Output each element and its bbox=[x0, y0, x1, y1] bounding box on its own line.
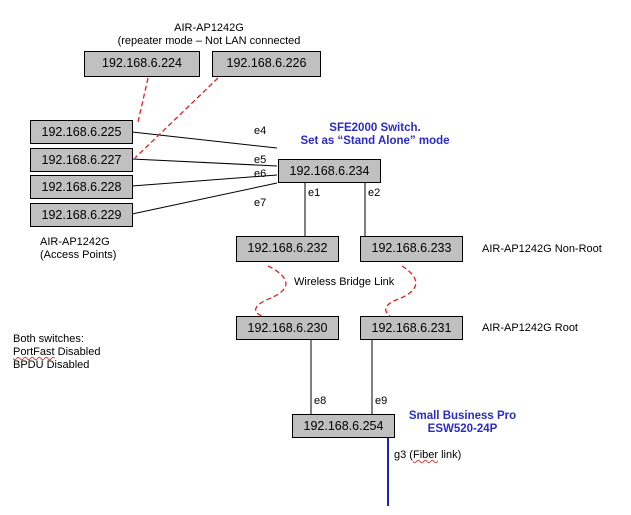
node-root-2[interactable]: 192.168.6.231 bbox=[360, 316, 463, 340]
switch-title-line1: SFE2000 Switch. bbox=[329, 122, 421, 134]
node-ap-2[interactable]: 192.168.6.227 bbox=[30, 148, 133, 172]
access-points-label-line1: AIR-AP1242G bbox=[40, 236, 110, 248]
port-e5: e5 bbox=[254, 154, 267, 166]
wireless-bridge-right bbox=[385, 265, 417, 317]
node-repeater-1[interactable]: 192.168.6.224 bbox=[84, 51, 200, 77]
fiber-label: g3 (Fiber link) bbox=[394, 449, 461, 462]
wireless-bridge-left bbox=[255, 265, 287, 317]
port-e8: e8 bbox=[314, 395, 327, 407]
wire-ap3-e6 bbox=[131, 174, 278, 187]
wire-ap4-e7 bbox=[131, 182, 278, 215]
node-esw[interactable]: 192.168.6.254 bbox=[292, 414, 395, 438]
port-e9: e9 bbox=[375, 395, 388, 407]
fiber-label-prefix: g3 ( bbox=[394, 449, 413, 461]
node-repeater-2[interactable]: 192.168.6.226 bbox=[212, 51, 321, 77]
wireless-bridge-label: Wireless Bridge Link bbox=[294, 276, 395, 288]
port-e7: e7 bbox=[254, 197, 267, 209]
fiber-label-word: Fiber bbox=[412, 449, 439, 461]
node-nonroot-1[interactable]: 192.168.6.232 bbox=[236, 236, 339, 262]
node-ap-3[interactable]: 192.168.6.228 bbox=[30, 175, 133, 199]
access-points-label-line2: (Access Points) bbox=[40, 249, 117, 261]
notes-line2-rest: Disabled bbox=[54, 346, 101, 358]
repeater-label-line2: (repeater mode – Not LAN connected bbox=[117, 35, 301, 47]
port-e2: e2 bbox=[368, 187, 381, 199]
esw-title: Small Business Pro ESW520-24P bbox=[400, 410, 525, 436]
port-e4: e4 bbox=[254, 125, 267, 137]
repeater-label: AIR-AP1242G (repeater mode – Not LAN con… bbox=[100, 22, 318, 48]
access-points-label: AIR-AP1242G (Access Points) bbox=[40, 236, 116, 262]
port-e6: e6 bbox=[254, 168, 267, 180]
wire-ap2-e5 bbox=[131, 158, 278, 167]
notes-line2: PortFast Disabled bbox=[13, 346, 100, 359]
nonroot-label: AIR-AP1242G Non-Root bbox=[482, 243, 602, 255]
notes-line1: Both switches: bbox=[13, 333, 84, 345]
wire-ap1-e4 bbox=[131, 131, 278, 149]
node-ap-1[interactable]: 192.168.6.225 bbox=[30, 120, 133, 144]
switch-title: SFE2000 Switch. Set as “Stand Alone” mod… bbox=[285, 122, 465, 148]
switch-title-line2: Set as “Stand Alone” mode bbox=[300, 135, 450, 147]
node-ap-4[interactable]: 192.168.6.229 bbox=[30, 203, 133, 227]
node-root-1[interactable]: 192.168.6.230 bbox=[236, 316, 339, 340]
switch-notes: Both switches: PortFast Disabled BPDU Di… bbox=[13, 333, 100, 372]
esw-title-line2: ESW520-24P bbox=[427, 423, 498, 435]
port-e1: e1 bbox=[308, 187, 321, 199]
notes-line3: BPDU Disabled bbox=[13, 359, 90, 371]
node-switch[interactable]: 192.168.6.234 bbox=[278, 159, 381, 183]
wireless-rep2-ap2 bbox=[134, 77, 219, 159]
repeater-label-line1: AIR-AP1242G bbox=[174, 22, 244, 34]
node-nonroot-2[interactable]: 192.168.6.233 bbox=[360, 236, 463, 262]
notes-portfast-word: PortFast bbox=[13, 346, 55, 358]
esw-title-line1: Small Business Pro bbox=[408, 410, 517, 422]
fiber-label-suffix: link) bbox=[438, 449, 462, 461]
root-label: AIR-AP1242G Root bbox=[482, 322, 578, 334]
wireless-rep1-ap1 bbox=[137, 77, 149, 123]
